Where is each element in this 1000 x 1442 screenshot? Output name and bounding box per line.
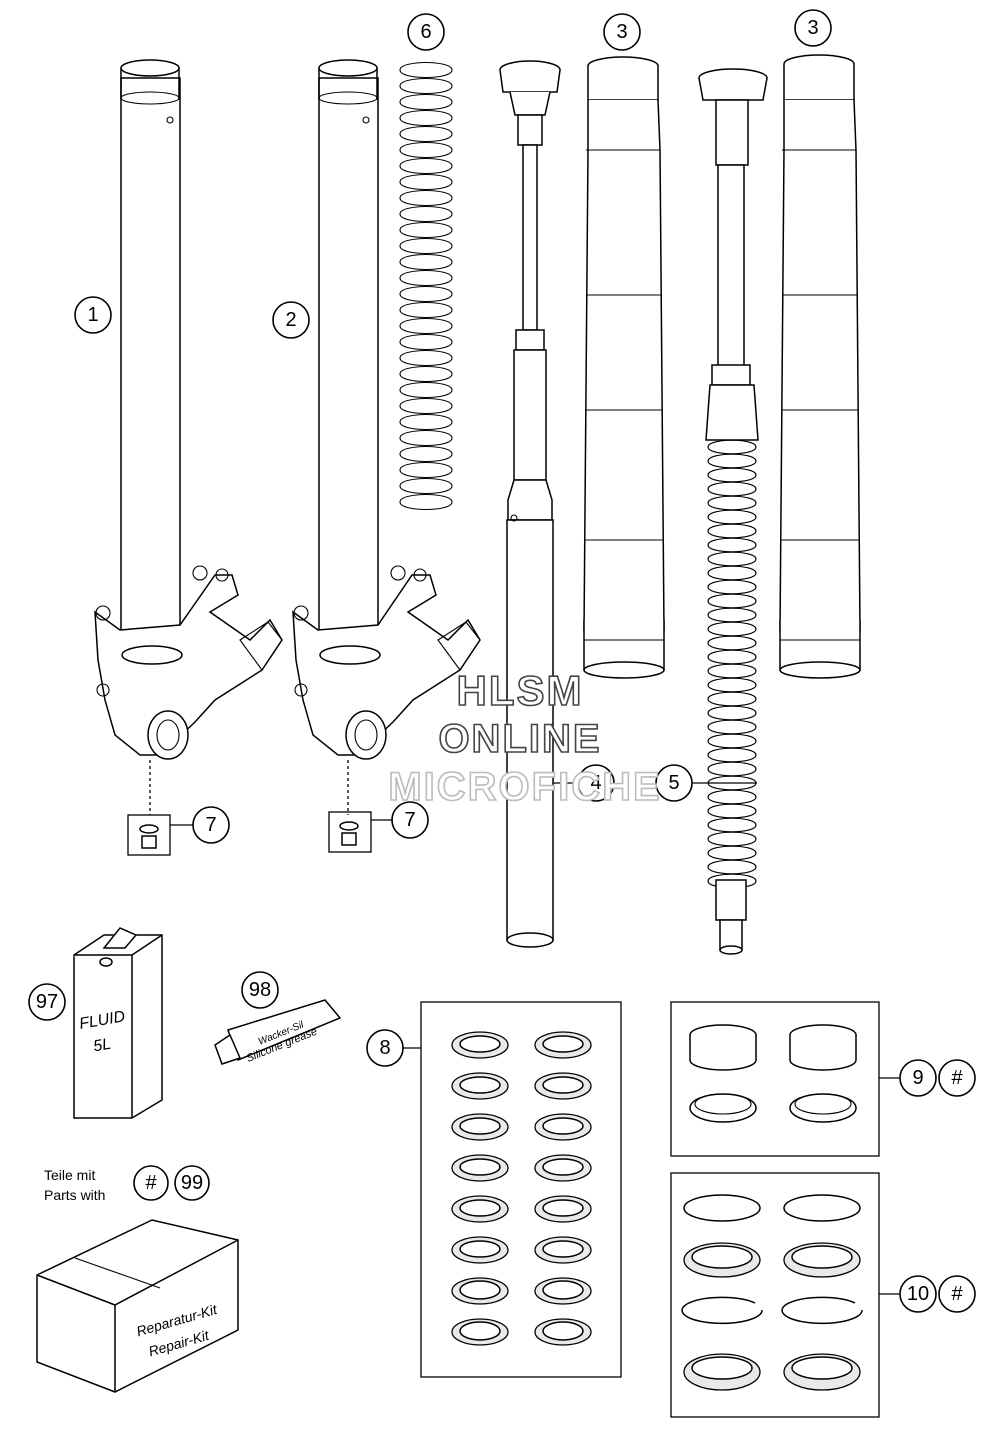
svg-text:Parts with: Parts with xyxy=(44,1187,105,1203)
shim-ring-bore xyxy=(459,1076,501,1094)
svg-text:#: # xyxy=(145,1172,157,1194)
callout-7-right: 7 xyxy=(391,801,429,839)
shim-ring-bore xyxy=(542,1158,584,1176)
svg-text:5L: 5L xyxy=(92,1036,112,1056)
damping-cartridge-with-spring[interactable] xyxy=(658,68,768,955)
callout-9: 9 # xyxy=(899,1059,976,1097)
callout-10: 10 # xyxy=(899,1275,976,1313)
axle-clamp-screw-left[interactable] xyxy=(127,814,193,856)
shim-ring-bore xyxy=(459,1280,501,1300)
silicone-grease-tube[interactable]: Wacker-Sil Silicone grease xyxy=(214,999,342,1065)
shim-ring-bore xyxy=(459,1240,501,1258)
bushing-kit-box[interactable] xyxy=(670,1001,900,1157)
callout-97: 97 xyxy=(28,983,66,1021)
svg-text:MICROFICHE: MICROFICHE xyxy=(388,765,661,809)
svg-text:7: 7 xyxy=(205,814,216,836)
callout-5: 5 xyxy=(655,764,693,802)
svg-text:2: 2 xyxy=(285,309,296,331)
callout-6: 6 xyxy=(407,13,445,51)
shim-ring-bore xyxy=(459,1158,501,1176)
svg-text:1: 1 xyxy=(87,304,98,326)
svg-text:3: 3 xyxy=(616,21,627,43)
svg-text:7: 7 xyxy=(404,809,415,831)
svg-text:#: # xyxy=(951,1067,963,1089)
svg-text:ONLINE: ONLINE xyxy=(438,717,601,761)
callout-1: 1 xyxy=(74,296,112,334)
inner-fork-tube-right[interactable] xyxy=(779,54,861,679)
svg-text:4: 4 xyxy=(590,772,601,794)
callout-98: 98 xyxy=(241,971,279,1009)
shim-ring-bore xyxy=(542,1199,584,1217)
svg-text:97: 97 xyxy=(36,991,58,1013)
shim-ring-bore xyxy=(542,1035,584,1053)
seal-kit-box[interactable] xyxy=(670,1172,900,1418)
svg-text:9: 9 xyxy=(912,1067,923,1089)
svg-text:HLSM: HLSM xyxy=(457,667,584,714)
callout-3-right: 3 xyxy=(794,9,832,47)
svg-text:8: 8 xyxy=(379,1037,390,1059)
fork-oil-can[interactable]: FLUID 5L xyxy=(73,927,163,1119)
shim-ring-bore xyxy=(542,1117,584,1135)
parts-legend: Teile mit Parts with # 99 xyxy=(44,1165,210,1203)
shim-ring-bore xyxy=(459,1035,501,1053)
shim-ring-bore xyxy=(542,1240,584,1258)
shim-ring-bore xyxy=(542,1280,584,1300)
callout-4: 4 xyxy=(577,764,615,802)
svg-text:5: 5 xyxy=(668,772,679,794)
svg-text:6: 6 xyxy=(420,21,431,43)
shim-kit-box[interactable] xyxy=(403,1001,622,1378)
axle-clamp-screw-right[interactable] xyxy=(328,811,392,853)
shim-ring-bore xyxy=(542,1076,584,1094)
shim-ring-bore xyxy=(459,1321,501,1341)
svg-text:98: 98 xyxy=(249,979,271,1001)
watermark: HLSM ONLINE MICROFICHE xyxy=(388,666,661,810)
callout-2: 2 xyxy=(272,301,310,339)
repair-kit-box[interactable]: Reparatur-Kit Repair-Kit xyxy=(36,1219,239,1393)
outer-fork-tube-left[interactable] xyxy=(94,59,283,815)
fork-spring[interactable] xyxy=(399,62,453,510)
svg-text:99: 99 xyxy=(181,1172,203,1194)
svg-text:10: 10 xyxy=(907,1283,929,1305)
shim-ring-bore xyxy=(459,1199,501,1217)
inner-fork-tube-left[interactable] xyxy=(583,56,665,679)
svg-text:#: # xyxy=(951,1283,963,1305)
svg-text:Teile mit: Teile mit xyxy=(44,1167,95,1183)
outer-fork-tube-right[interactable] xyxy=(292,59,481,815)
callout-7-left: 7 xyxy=(192,806,230,844)
shim-ring-bore xyxy=(542,1321,584,1341)
svg-text:3: 3 xyxy=(807,17,818,39)
callout-3-left: 3 xyxy=(603,13,641,51)
damping-cartridge[interactable] xyxy=(499,60,578,948)
shim-ring-bore xyxy=(459,1117,501,1135)
callout-8: 8 xyxy=(366,1029,404,1067)
